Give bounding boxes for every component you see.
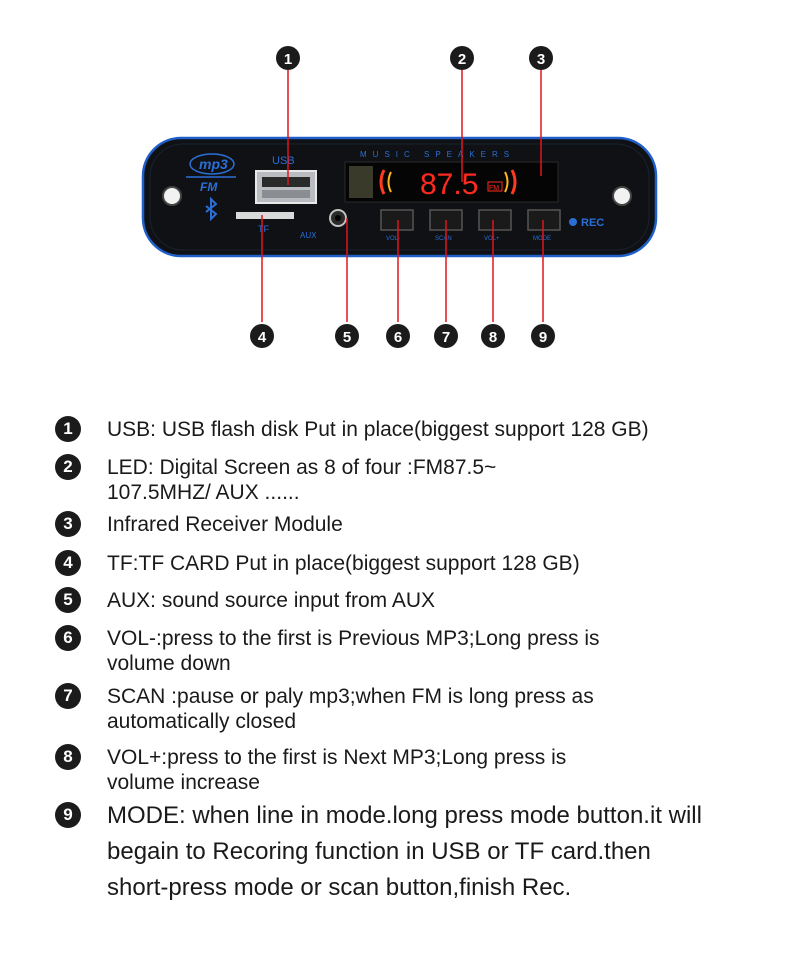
vol-plus-button[interactable]: VOL+ — [478, 209, 512, 242]
legend-text: automatically closed — [107, 710, 297, 733]
number-badge: 5 — [55, 587, 81, 613]
callout-7: 7 — [434, 324, 458, 348]
svg-text:8: 8 — [489, 329, 497, 346]
number-badge: 8 — [55, 744, 81, 770]
svg-text:7: 7 — [442, 329, 450, 346]
module-diagram: mp3 FM USB TF AUX MUSIC SPEAKERS 87.5 FM… — [141, 46, 658, 348]
svg-text:FM: FM — [200, 180, 218, 194]
callout-4: 4 — [250, 324, 274, 348]
svg-text:9: 9 — [539, 329, 547, 346]
legend-text: short-press mode or scan button,finish R… — [107, 874, 572, 901]
svg-text:3: 3 — [537, 51, 545, 68]
bluetooth-icon — [205, 196, 218, 222]
legend-text: begain to Recoring function in USB or TF… — [107, 838, 651, 865]
display-fm-badge: FM — [489, 185, 499, 192]
svg-text:AUX: AUX — [300, 231, 317, 240]
mount-hole-right — [612, 186, 632, 206]
number-badge: 7 — [55, 683, 81, 709]
svg-text:1: 1 — [284, 51, 292, 68]
callout-5: 5 — [335, 324, 359, 348]
legend-text: MODE: when line in mode.long press mode … — [107, 802, 702, 829]
number-badge: 3 — [55, 511, 81, 537]
rec-label: REC — [581, 217, 604, 229]
svg-text:MODE: MODE — [533, 236, 551, 242]
svg-text:VOL+: VOL+ — [484, 236, 500, 242]
vol-minus-button[interactable]: VOL- — [380, 209, 414, 242]
number-badge: 9 — [55, 802, 81, 828]
legend-text: AUX: sound source input from AUX — [107, 589, 435, 612]
legend-text: 107.5MHZ/ AUX ...... — [107, 481, 300, 504]
callout-2: 2 — [450, 46, 474, 70]
callout-3: 3 — [529, 46, 553, 70]
rec-indicator — [569, 218, 577, 226]
number-badge: 2 — [55, 454, 81, 480]
mode-button[interactable]: MODE — [527, 209, 561, 242]
leader-lines — [261, 70, 544, 322]
callout-8: 8 — [481, 324, 505, 348]
legend-text: Infrared Receiver Module — [107, 513, 343, 536]
legend-text: VOL+:press to the first is Next MP3;Long… — [107, 746, 567, 769]
svg-text:4: 4 — [258, 329, 267, 346]
legend-text: SCAN :pause or paly mp3;when FM is long … — [107, 685, 594, 708]
legend-text: USB: USB flash disk Put in place(biggest… — [107, 418, 649, 441]
number-badge: 1 — [55, 416, 81, 442]
svg-text:SCAN: SCAN — [435, 236, 452, 242]
number-badge: 6 — [55, 625, 81, 651]
svg-text:5: 5 — [343, 329, 351, 346]
svg-text:6: 6 — [394, 329, 402, 346]
mp3-fm-logo: mp3 FM — [186, 153, 236, 194]
ir-window — [349, 166, 373, 198]
callout-6: 6 — [386, 324, 410, 348]
usb-label: USB — [272, 155, 295, 167]
svg-text:mp3: mp3 — [199, 156, 228, 172]
legend-text: TF:TF CARD Put in place(biggest support … — [107, 552, 580, 575]
legend-text: VOL-:press to the first is Previous MP3;… — [107, 627, 600, 650]
svg-text:VOL-: VOL- — [386, 236, 400, 242]
music-speakers-banner: MUSIC SPEAKERS — [360, 150, 515, 159]
tf-card-slot[interactable] — [236, 212, 294, 219]
legend-text: volume down — [107, 652, 231, 675]
display-frequency: 87.5 — [420, 168, 478, 201]
callout-9: 9 — [531, 324, 555, 348]
legend-text: volume increase — [107, 771, 260, 794]
number-badge: 4 — [55, 550, 81, 576]
svg-text:2: 2 — [458, 51, 466, 68]
mount-hole-left — [162, 186, 182, 206]
callout-1: 1 — [276, 46, 300, 70]
legend-text: LED: Digital Screen as 8 of four :FM87.5… — [107, 456, 497, 479]
svg-text:TF: TF — [258, 224, 269, 234]
